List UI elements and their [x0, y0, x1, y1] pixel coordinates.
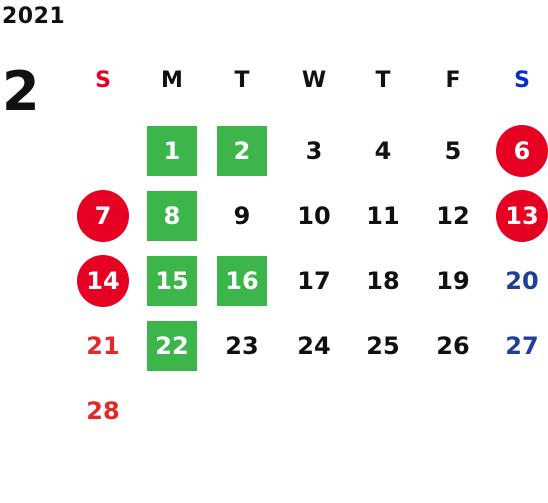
day-cell-16[interactable]: 16: [207, 256, 277, 306]
day-cell-14[interactable]: 14: [68, 255, 138, 307]
day-cell-27[interactable]: 27: [487, 321, 548, 371]
weekday-header-4: T: [375, 68, 391, 93]
day-number: 5: [444, 137, 462, 165]
day-cell-19[interactable]: 19: [418, 256, 488, 306]
year-label: 2021: [2, 4, 66, 29]
day-number: 28: [86, 397, 120, 425]
day-number: 10: [297, 202, 331, 230]
weekday-header-2: T: [234, 68, 250, 93]
day-cell-1[interactable]: 1: [137, 126, 207, 176]
day-number: 27: [505, 332, 539, 360]
day-number: 24: [297, 332, 331, 360]
day-cell-23[interactable]: 23: [207, 321, 277, 371]
day-cell-6[interactable]: 6: [487, 125, 548, 177]
day-number: 2: [217, 126, 267, 176]
day-cell-25[interactable]: 25: [348, 321, 418, 371]
day-number: 19: [436, 267, 470, 295]
day-cell-11[interactable]: 11: [348, 191, 418, 241]
day-cell-20[interactable]: 20: [487, 256, 548, 306]
day-cell-4[interactable]: 4: [348, 126, 418, 176]
day-cell-21[interactable]: 21: [68, 321, 138, 371]
day-number: 16: [217, 256, 267, 306]
day-cell-28[interactable]: 28: [68, 386, 138, 436]
day-number: 21: [86, 332, 120, 360]
day-number: 26: [436, 332, 470, 360]
day-cell-22[interactable]: 22: [137, 321, 207, 371]
day-cell-10[interactable]: 10: [279, 191, 349, 241]
day-number: 22: [147, 321, 197, 371]
day-cell-2[interactable]: 2: [207, 126, 277, 176]
weekday-header-6: S: [514, 68, 530, 93]
day-number: 18: [366, 267, 400, 295]
weekday-header-0: S: [95, 68, 111, 93]
day-cell-3[interactable]: 3: [279, 126, 349, 176]
day-cell-13[interactable]: 13: [487, 190, 548, 242]
day-number: 20: [505, 267, 539, 295]
day-cell-5[interactable]: 5: [418, 126, 488, 176]
weekday-header-5: F: [445, 68, 461, 93]
day-number: 13: [496, 190, 548, 242]
day-number: 11: [366, 202, 400, 230]
day-number: 17: [297, 267, 331, 295]
day-cell-15[interactable]: 15: [137, 256, 207, 306]
day-cell-24[interactable]: 24: [279, 321, 349, 371]
day-number: 3: [305, 137, 323, 165]
day-cell-8[interactable]: 8: [137, 191, 207, 241]
day-number: 15: [147, 256, 197, 306]
day-number: 25: [366, 332, 400, 360]
day-cell-9[interactable]: 9: [207, 191, 277, 241]
day-cell-12[interactable]: 12: [418, 191, 488, 241]
day-number: 7: [77, 190, 129, 242]
day-number: 8: [147, 191, 197, 241]
day-number: 12: [436, 202, 470, 230]
day-number: 9: [233, 202, 251, 230]
weekday-header-3: W: [301, 68, 327, 93]
day-cell-7[interactable]: 7: [68, 190, 138, 242]
day-number: 4: [374, 137, 392, 165]
day-cell-26[interactable]: 26: [418, 321, 488, 371]
day-cell-17[interactable]: 17: [279, 256, 349, 306]
day-cell-18[interactable]: 18: [348, 256, 418, 306]
day-number: 23: [225, 332, 259, 360]
day-number: 6: [496, 125, 548, 177]
weekday-header-1: M: [161, 68, 183, 93]
month-number: 2: [2, 60, 40, 123]
day-number: 14: [77, 255, 129, 307]
day-number: 1: [147, 126, 197, 176]
